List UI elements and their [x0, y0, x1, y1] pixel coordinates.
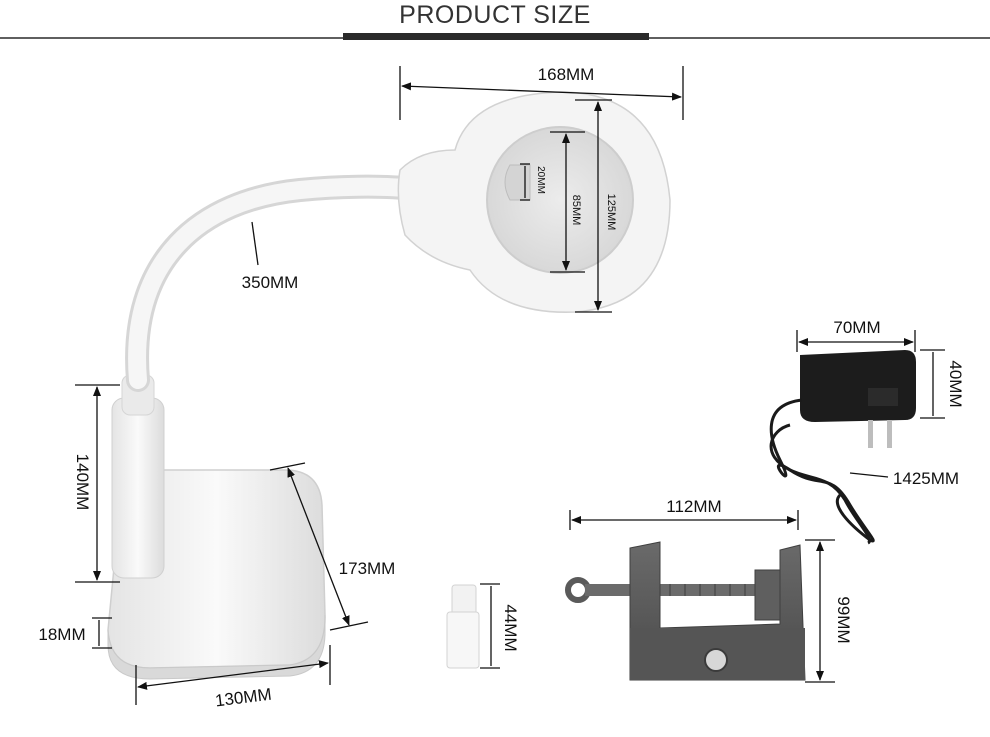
small-lens-label: 20MM	[535, 166, 546, 194]
small-lens	[504, 164, 531, 201]
adapter-width-label: 70MM	[833, 318, 880, 337]
neck-length-label: 350MM	[242, 273, 299, 292]
header-rules	[0, 33, 990, 40]
page-title: PRODUCT SIZE	[399, 1, 591, 29]
lens-inner-label: 85MM	[570, 195, 582, 226]
base-depth-label: 173MM	[339, 559, 396, 578]
base-thickness-label: 18MM	[38, 625, 85, 644]
adapter-height-label: 40MM	[946, 360, 965, 407]
post-drawing	[446, 584, 480, 669]
cord-length-label: 1425MM	[893, 469, 959, 488]
lamp-drawing	[107, 91, 671, 680]
dimension-lines	[75, 66, 945, 705]
clamp-height-label: 99MM	[834, 596, 853, 643]
post-height-label: 44MM	[501, 604, 520, 651]
adapter-drawing	[769, 350, 916, 545]
lens-outer-label: 125MM	[605, 194, 617, 231]
clamp-width-label: 112MM	[666, 497, 721, 516]
head-width-label: 168MM	[538, 65, 595, 84]
base-width-label: 130MM	[214, 685, 273, 711]
stem-height-label: 140MM	[73, 454, 92, 511]
clamp-drawing	[565, 541, 806, 681]
lamp-stem	[111, 397, 165, 579]
